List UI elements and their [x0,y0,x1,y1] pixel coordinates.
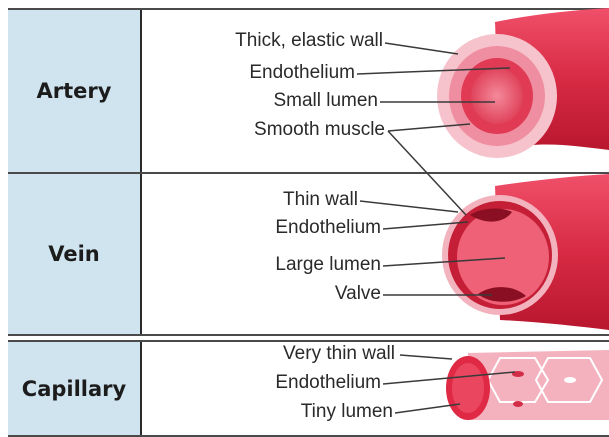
leader-very-thin-wall [400,355,452,359]
callout-thin-wall: Thin wall [283,189,358,211]
callout-capillary-endothelium: Endothelium [275,372,381,394]
leader-thin-wall [360,201,458,212]
callout-artery-endothelium: Endothelium [249,62,355,84]
callout-very-thin-wall: Very thin wall [283,343,395,365]
callout-tiny-lumen: Tiny lumen [301,401,393,423]
leader-smooth-muscle-vein [388,131,466,215]
callout-small-lumen: Small lumen [273,90,378,112]
callout-thick-elastic-wall: Thick, elastic wall [235,30,383,52]
capillary-illustration [446,350,609,420]
vein-illustration [442,174,609,330]
leader-tiny-lumen [395,404,460,413]
callout-large-lumen: Large lumen [275,254,381,276]
artery-illustration [437,8,609,158]
capillary-nucleus-2 [564,377,576,383]
callout-smooth-muscle: Smooth muscle [254,119,385,141]
artery-lumen [471,68,523,124]
capillary-lumen [452,363,484,413]
leader-thick-wall [385,43,458,54]
callout-vein-endothelium: Endothelium [275,217,381,239]
capillary-nucleus-3 [513,401,523,407]
callout-valve: Valve [335,283,381,305]
